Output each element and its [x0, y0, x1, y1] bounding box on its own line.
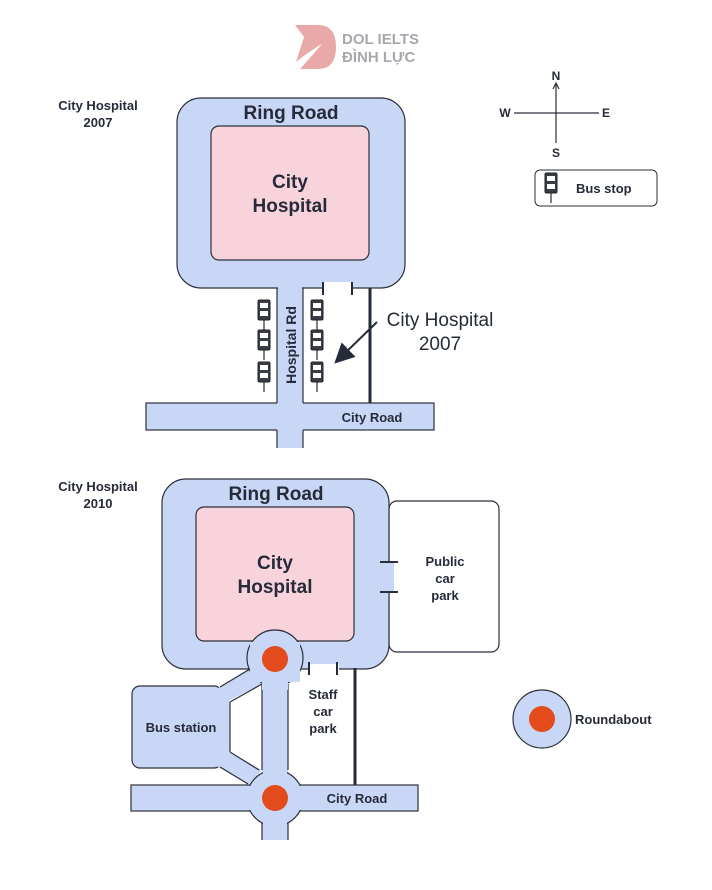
- staff-car-park-line1: Staff: [309, 687, 339, 702]
- map-2010-title-line1: City Hospital: [58, 479, 137, 494]
- public-car-park-line2: car: [435, 571, 455, 586]
- city-hospital-2007: [210, 125, 370, 261]
- city-road-label-2010: City Road: [327, 791, 388, 806]
- bus-station-label: Bus station: [146, 720, 217, 735]
- logo-icon: [295, 25, 336, 69]
- callout-arrow-icon: [334, 321, 378, 364]
- legend-bus-stop: Bus stop: [534, 169, 658, 207]
- legend-roundabout: Roundabout: [512, 689, 652, 749]
- ring-road-label-2010: Ring Road: [229, 484, 324, 505]
- hospital-label-2007-line1: City: [272, 172, 308, 193]
- staff-car-park-line2: car: [313, 704, 333, 719]
- hospital-label-2010-line2: Hospital: [238, 577, 313, 598]
- hospital-rd-label: Hospital Rd: [283, 306, 299, 384]
- logo-line1: DOL IELTS: [342, 31, 419, 48]
- bus-stop-icon: [257, 329, 271, 361]
- compass-e: E: [602, 106, 610, 120]
- compass-n: N: [552, 69, 561, 83]
- bus-stop-icon: [257, 361, 271, 393]
- city-road-label-2007: City Road: [342, 410, 403, 425]
- staff-car-park-line3: park: [309, 721, 337, 736]
- compass-w: W: [499, 106, 511, 120]
- public-car-park-line3: park: [431, 588, 459, 603]
- map-2007-title-line1: City Hospital: [58, 98, 137, 113]
- bus-stop-icon: [310, 361, 324, 393]
- hospital-label-2007-line2: Hospital: [253, 196, 328, 217]
- logo-line2: ĐÌNH LỰC: [342, 49, 415, 66]
- city-hospital-2010: [195, 506, 355, 642]
- bus-stop-icon: [310, 329, 324, 361]
- ring-road-label-2007: Ring Road: [244, 103, 339, 124]
- callout-line2: 2007: [419, 334, 461, 355]
- hospital-label-2010-line1: City: [257, 553, 293, 574]
- legend-roundabout-label: Roundabout: [575, 712, 652, 727]
- roundabout-icon: [262, 785, 288, 811]
- callout-line1: City Hospital: [387, 310, 494, 331]
- compass-s: S: [552, 146, 560, 160]
- logo: DOL IELTS ĐÌNH LỰC: [295, 25, 419, 69]
- bus-stop-icon: [257, 299, 271, 331]
- map-2010: City Hospital 2010: [58, 478, 500, 840]
- legend-bus-stop-label: Bus stop: [576, 181, 632, 196]
- map-2010-title-line2: 2010: [84, 496, 113, 511]
- roundabout-icon: [262, 646, 288, 672]
- roundabout-icon: [529, 706, 555, 732]
- public-car-park-line1: Public: [425, 554, 464, 569]
- bus-stop-icon: [310, 299, 324, 331]
- map-2007: City Hospital 2007 Ring Road City Hospit…: [58, 97, 494, 448]
- compass: N S W E: [499, 69, 610, 160]
- map-2007-title-line2: 2007: [84, 115, 113, 130]
